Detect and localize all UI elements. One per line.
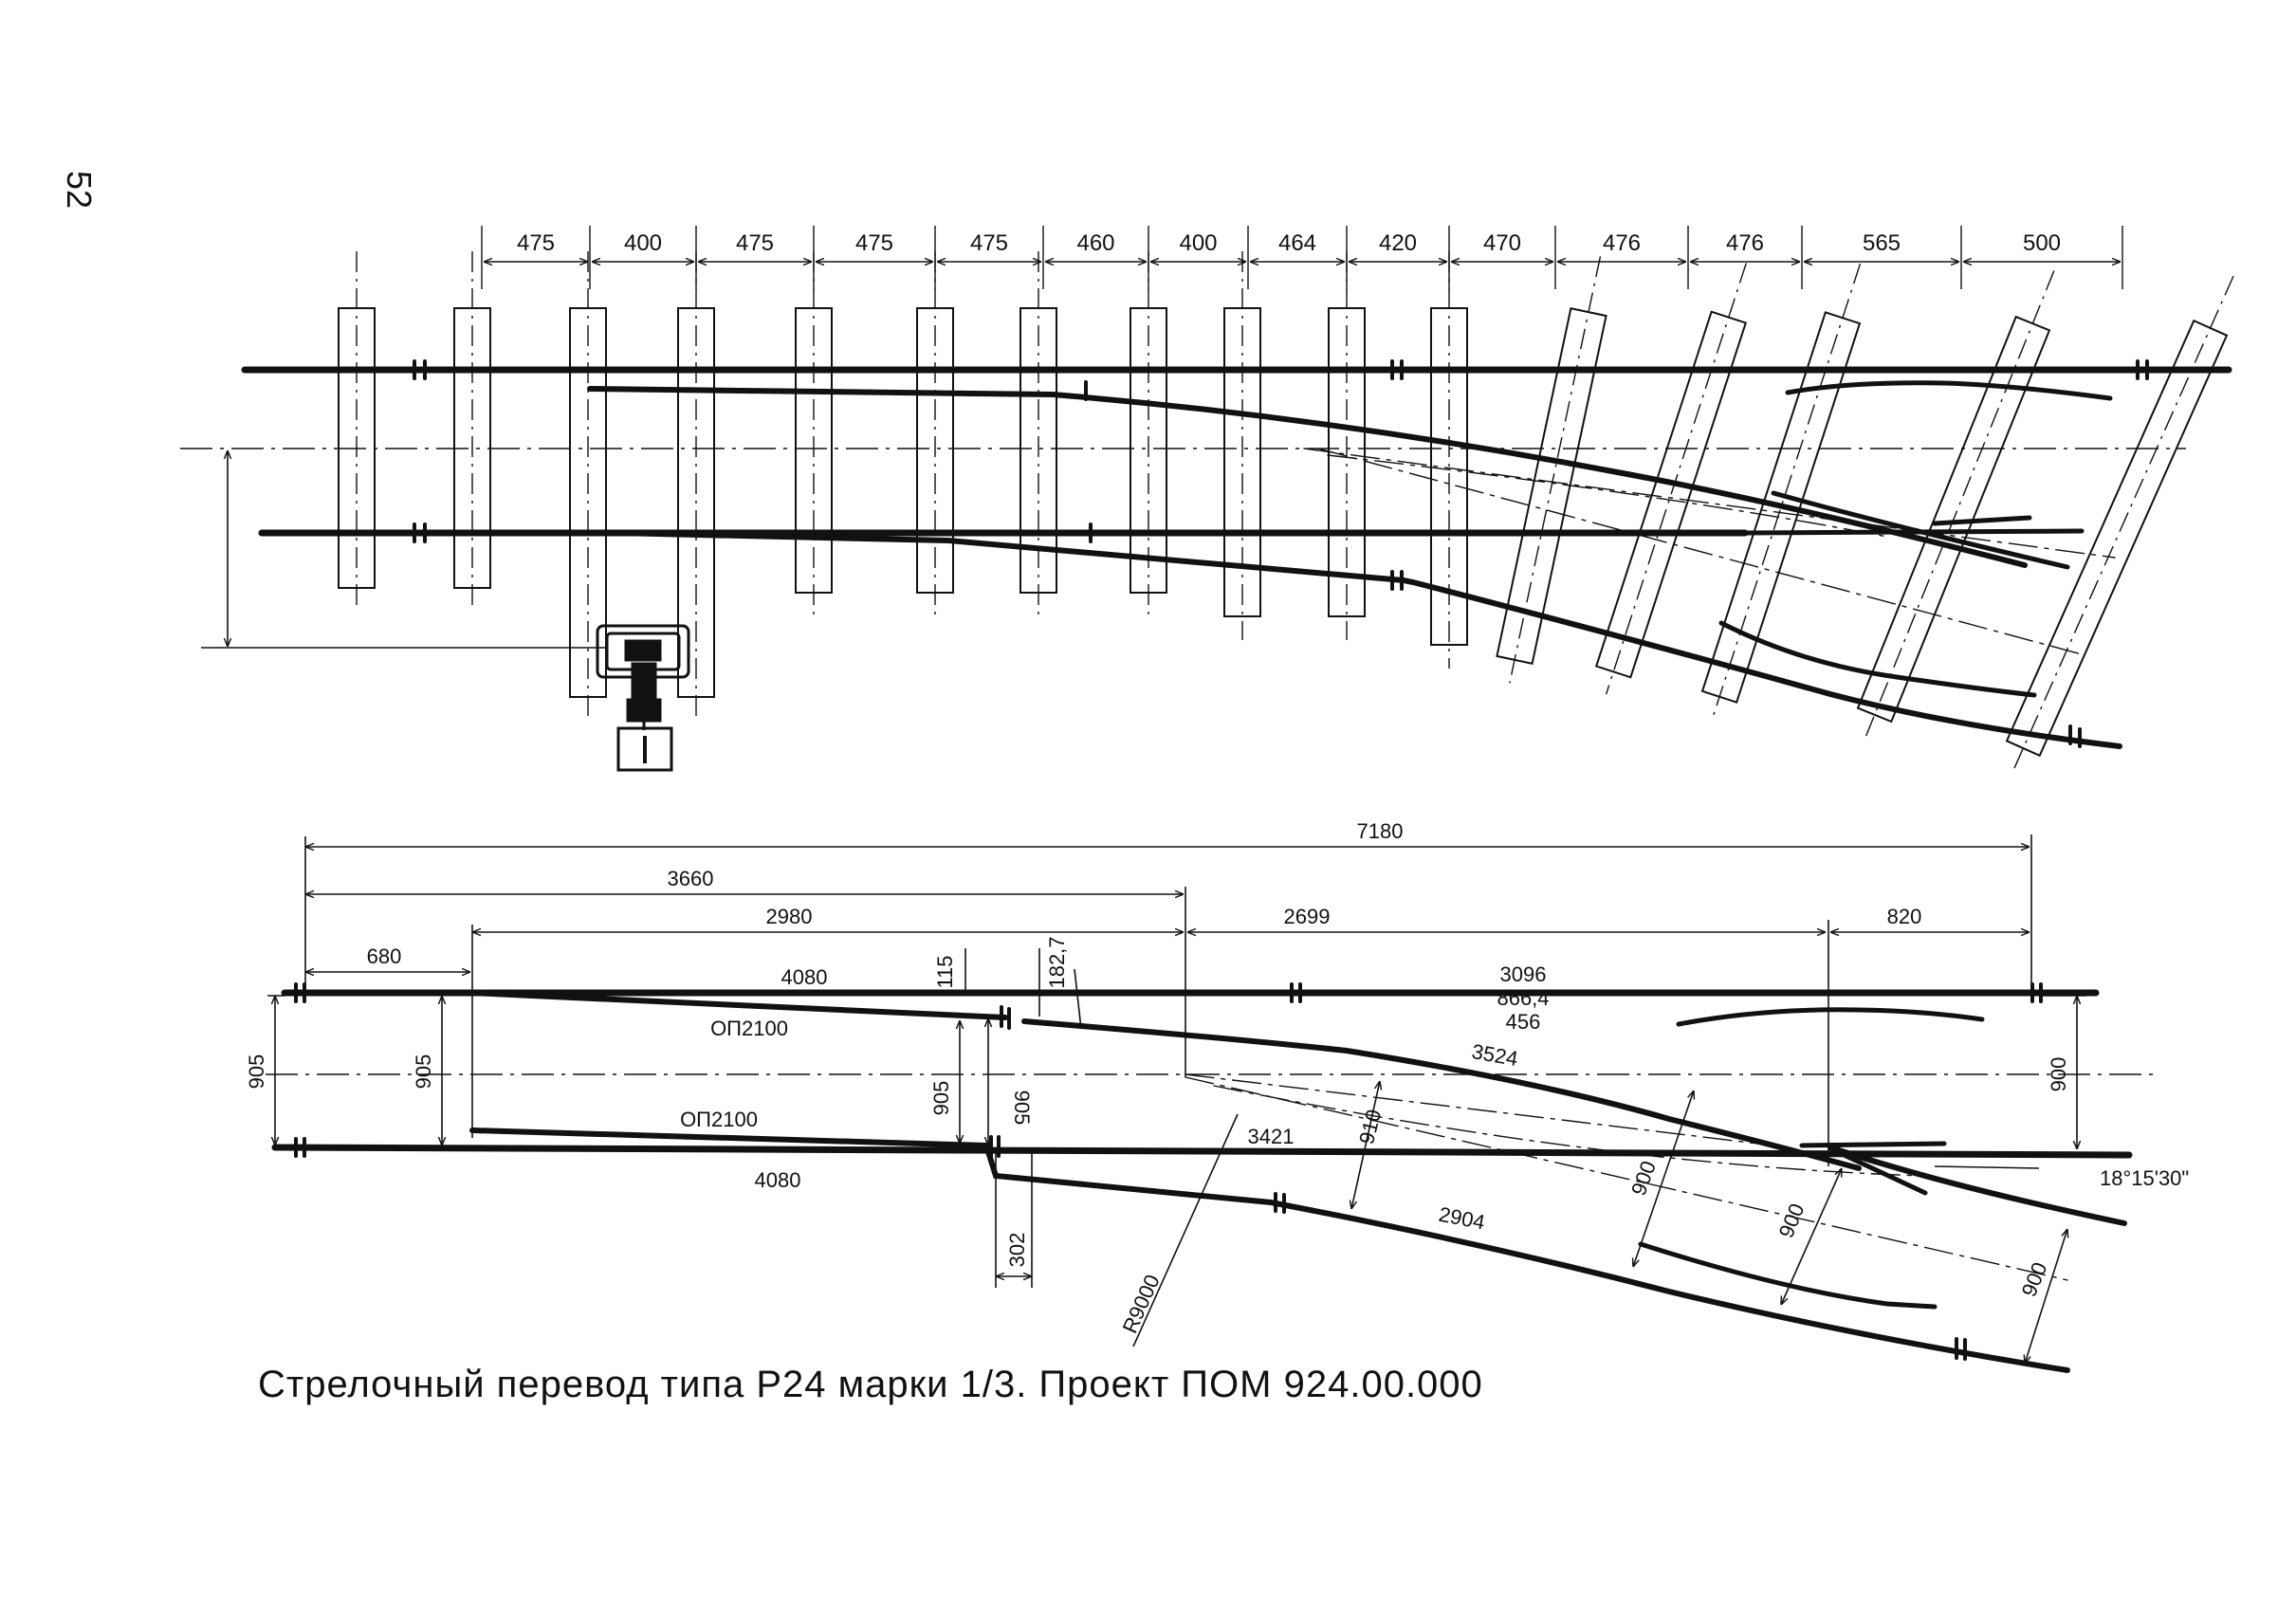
frog-angle: 18°15'30": [2100, 1166, 2189, 1190]
sleeper: [795, 251, 833, 616]
sleeper: [1019, 251, 1057, 616]
sleeper-spacing-label: 476: [1603, 230, 1641, 256]
rail-point-lower: ОП2100: [680, 1108, 758, 1131]
sleeper: [338, 251, 376, 612]
gauge-div-b: 900: [1774, 1200, 1809, 1240]
sleeper: [916, 251, 954, 616]
rail-point-upper: ОП2100: [710, 1017, 788, 1040]
plan-rails: [241, 359, 2232, 749]
curve-rail-through: [1828, 1145, 2127, 1226]
guard-rail-plan: [1718, 620, 2037, 698]
gauge-div-a: 900: [1626, 1158, 1661, 1199]
scheme-view: [266, 834, 2153, 1373]
rail-joints: [413, 359, 2149, 748]
sleeper-spacing-label: 464: [1278, 230, 1316, 256]
sleeper-spacing-label: 565: [1863, 230, 1901, 256]
rail-straight-3: 456: [1506, 1010, 1541, 1034]
gauge-point-b: 905: [1010, 1091, 1034, 1126]
offset-182: 182,7: [1045, 936, 1069, 988]
rail-curve-outer: 3524: [1470, 1039, 1520, 1071]
dim-front: 680: [367, 944, 402, 968]
sleeper-spacing-label: 475: [855, 230, 893, 256]
frog-point-rail: [1932, 515, 2032, 526]
switch-machine-icon: [596, 624, 690, 772]
wing-rail-upper: [1785, 380, 2113, 401]
gauge-point-a: 905: [929, 1081, 953, 1116]
sleeper: [677, 251, 715, 721]
wing-rail-right: [1676, 1007, 1985, 1027]
rail-straight-2: 866,4: [1497, 986, 1549, 1010]
rail-curve-inner: 3421: [1248, 1125, 1295, 1148]
switch-rail-lower: [614, 530, 2122, 749]
dim-to-center: 3660: [668, 867, 714, 890]
gauge-inner: 905: [412, 1054, 435, 1090]
overall-dimensions: [304, 834, 2032, 1166]
sleeper: [1856, 270, 2055, 738]
closure-rail-lower: [983, 1143, 2070, 1373]
scheme-joints: [294, 982, 2043, 1361]
rail-guard: 2904: [1437, 1202, 1487, 1235]
sleeper-spacing-label: 460: [1076, 230, 1114, 256]
sleeper-spacing-label: 475: [736, 230, 774, 256]
sleeper-spacing-label: 500: [2023, 230, 2061, 256]
sleeper-spacing-label: 475: [517, 230, 555, 256]
stock-rail-bottom: [271, 1144, 2133, 1159]
offset-115: 115: [933, 955, 957, 988]
sleeper: [1223, 251, 1261, 640]
gauge-left: 905: [245, 1054, 268, 1090]
plan-view: 475 400 475 475 475 460 400 464 420 470 476 476 565 5…: [180, 226, 2234, 772]
point-rail-upper: [468, 990, 1008, 1020]
sleeper-spacing-label: 420: [1379, 230, 1417, 256]
sleeper: [2005, 275, 2234, 771]
scheme-rails: [271, 982, 2133, 1373]
sleeper-spacing-label: 400: [1179, 230, 1217, 256]
switch-rail-upper: [587, 386, 2028, 568]
point-rail-lower: [469, 1127, 989, 1148]
sleeper: [569, 251, 607, 721]
dim-frame-to-cross: 2699: [1284, 905, 1331, 928]
frog-rail: [1799, 1141, 1947, 1148]
dim-tail: 820: [1887, 905, 1922, 928]
rail-stock-length: 4080: [781, 965, 828, 989]
rail-stock-lower-length: 4080: [755, 1168, 801, 1192]
gauge-right: 900: [2047, 1057, 2070, 1092]
sleeper: [1496, 256, 1607, 684]
sleeper-spacing-label: 470: [1483, 230, 1521, 256]
closure-rail-upper: [1021, 1018, 1862, 1171]
closure-rail-curve-upper: [1771, 490, 2070, 570]
drawing-caption: Стрелочный перевод типа Р24 марки 1/3. П…: [258, 1364, 1483, 1405]
sleeper-spacing-label: 476: [1726, 230, 1764, 256]
scheme-labels: 7180 3660 2980 2699 820 680 4080 4080 ОП…: [245, 819, 2189, 1337]
sleeper-spacing-label: 400: [624, 230, 662, 256]
sleeper-spacing-label: 475: [970, 230, 1008, 256]
gauge-dimensions: [267, 948, 2086, 1364]
sleepers: [338, 251, 2234, 771]
rail-straight-1: 3096: [1500, 962, 1547, 986]
sleeper-spacing-dimensions: 475 400 475 475 475 460 400 464 420 470 476 476 565 5…: [481, 226, 2123, 289]
sleeper: [453, 251, 491, 612]
offset-302: 302: [1005, 1233, 1029, 1268]
sleeper: [1430, 251, 1468, 669]
frog-heel-rail: [1837, 1150, 1928, 1196]
sleeper: [1328, 251, 1366, 640]
dim-switch-length: 2980: [766, 905, 813, 928]
radius-label: R9000: [1118, 1271, 1165, 1336]
dim-total: 7180: [1357, 819, 1404, 843]
